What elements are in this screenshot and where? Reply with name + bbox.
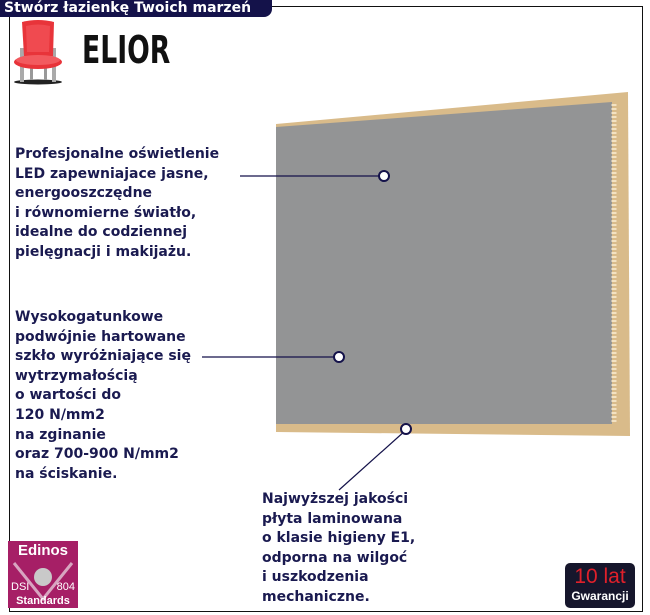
header-title: Stwórz łazienkę Twoich marzeń (0, 0, 272, 17)
feature-board-text: Najwyższej jakości płyta laminowana o kl… (262, 490, 415, 608)
pointer-dot-board (400, 423, 412, 435)
text-line: Wysokogatunkowe (15, 309, 164, 325)
feature-glass-text: Wysokogatunkowe podwójnie hartowane szkł… (15, 308, 191, 484)
text-line: szkło wyróżniające się (15, 348, 191, 365)
text-line: płyta laminowana (262, 510, 403, 527)
text-line: pielęgnacji i makijażu. (15, 243, 192, 260)
text-line: mechaniczne. (262, 588, 370, 605)
feature-led-text: Profesjonalne oświetlenie LED zapewniaja… (15, 145, 219, 263)
text-line: i uszkodzenia (262, 569, 369, 586)
text-line: i równomierne światło, (15, 204, 197, 221)
text-line: na ściskanie. (15, 465, 118, 482)
edinos-label: Edinos (17, 542, 68, 559)
pointer-dot-led (378, 170, 390, 182)
warranty-years: 10 lat (574, 565, 626, 588)
text-line: odporna na wilgoć (262, 549, 408, 566)
text-line: energooszczędne (15, 185, 153, 202)
pointer-dot-glass (333, 351, 345, 363)
text-line: 120 N/mm2 (15, 406, 105, 423)
text-line: Profesjonalne oświetlenie (15, 146, 220, 162)
pointer-line-board (338, 429, 407, 491)
text-line: podwójnie hartowane (15, 328, 186, 345)
checkmark-v-icon (12, 562, 74, 602)
warranty-label: Gwarancji (571, 589, 629, 603)
text-line: idealne do codziennej (15, 224, 188, 241)
text-line: oraz 700-900 N/mm2 (15, 446, 179, 463)
text-line: wytrzymałością (15, 367, 138, 384)
edinos-standards-badge: Edinos DSI 804 Standards (8, 541, 78, 608)
brand-name: ELIOR (82, 28, 171, 72)
text-line: o klasie higieny E1, (262, 530, 416, 547)
frame-border (9, 6, 643, 612)
standards-label: Standards (16, 595, 70, 607)
text-line: Najwyższej jakości (262, 491, 409, 507)
text-line: o wartości do (15, 387, 122, 404)
mirror-glass (276, 102, 612, 424)
chair-icon (14, 20, 62, 85)
dsi-label: DSI (11, 581, 30, 593)
text-line: LED zapewniajace jasne, (15, 165, 209, 182)
number-label: 804 (56, 581, 75, 593)
text-line: na zginanie (15, 426, 106, 443)
frame-top-line (270, 6, 643, 7)
warranty-badge: 10 lat Gwarancji (565, 563, 635, 608)
